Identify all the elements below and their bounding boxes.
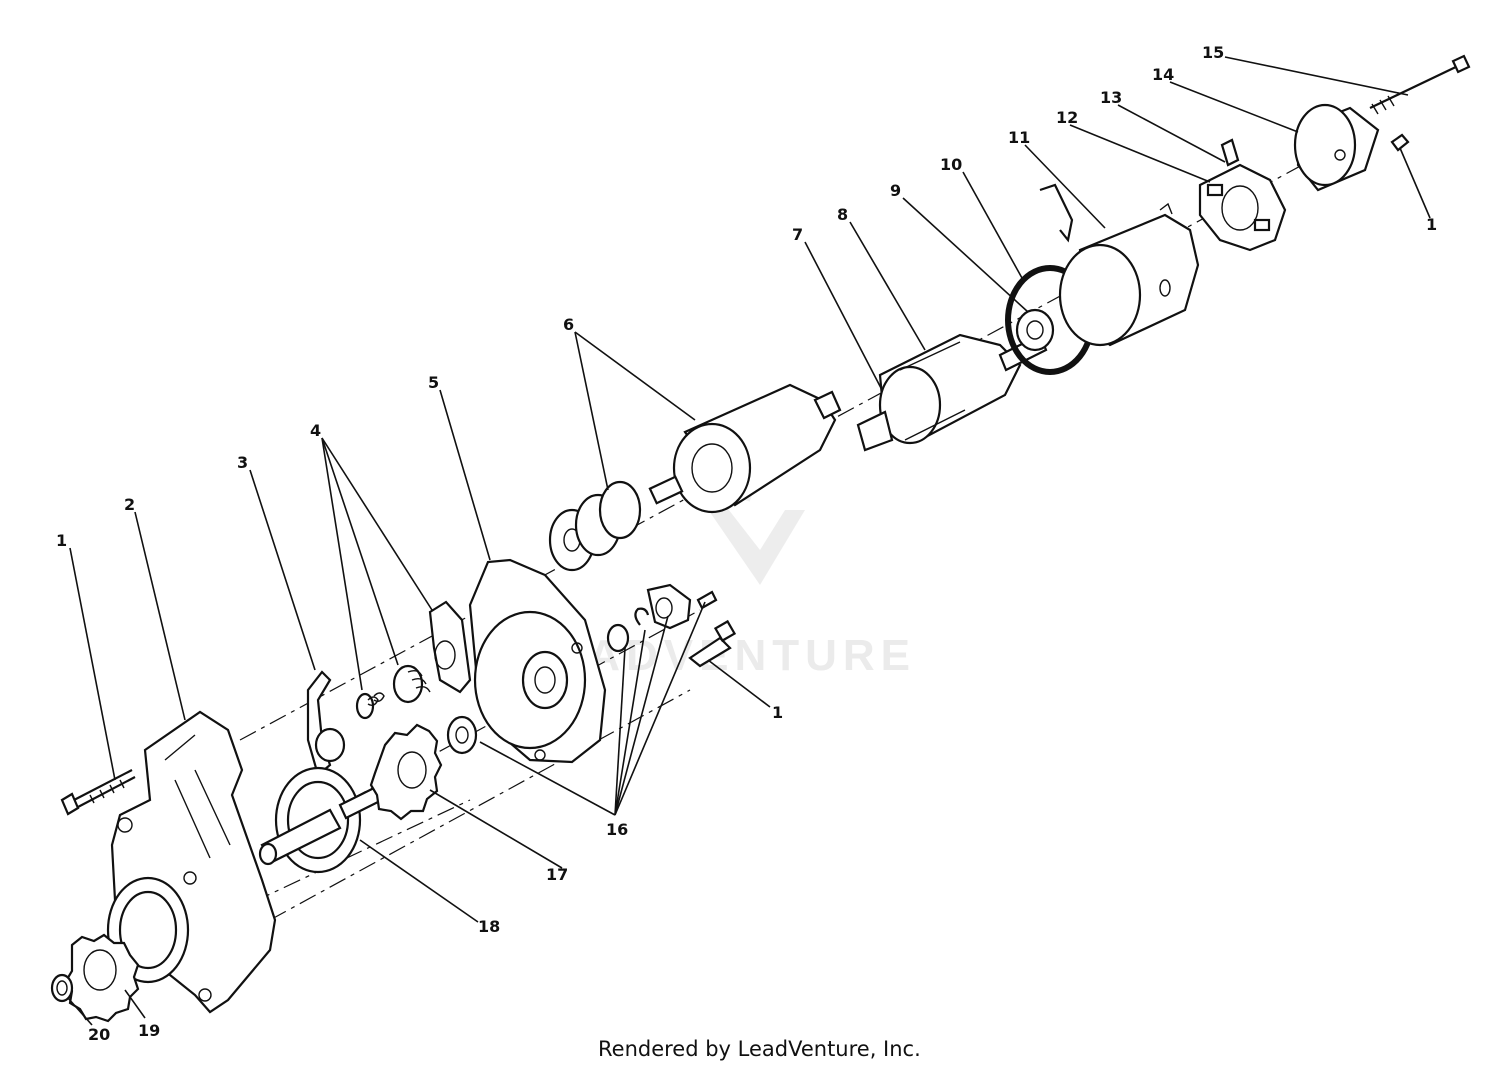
callout-20: 20 [88, 1025, 110, 1044]
bolt-part-1-right [688, 619, 737, 668]
spring-stack-part-6 [548, 480, 642, 572]
callout-1: 1 [56, 531, 67, 550]
callout-6: 6 [563, 315, 574, 334]
callout-14: 14 [1152, 65, 1174, 84]
callout-10: 10 [940, 155, 962, 174]
shift-lever-part-3 [306, 670, 346, 777]
nut-part-20 [50, 973, 74, 1003]
callout-15: 15 [1202, 43, 1224, 62]
end-cover-part-14 [1293, 103, 1380, 192]
solenoid-part-6 [648, 383, 842, 514]
callout-19: 19 [138, 1021, 160, 1040]
callout-9: 9 [890, 181, 901, 200]
gear-part-17 [369, 723, 443, 821]
through-bolt-part-15 [1369, 54, 1471, 115]
callout-8: 8 [837, 205, 848, 224]
bearing-part-9 [1015, 308, 1055, 352]
callout-5: 5 [428, 373, 439, 392]
brush-holder-part-12 [1198, 163, 1287, 252]
center-housing-part-5 [468, 558, 607, 764]
callout-12: 12 [1056, 108, 1078, 127]
bolt-part-1-left [60, 769, 136, 816]
yoke-part-11 [1039, 183, 1200, 347]
callout-labels: 1 2 3 4 5 6 7 8 9 10 11 12 13 14 15 1 1 … [56, 43, 1437, 1044]
footer-credit: Rendered by LeadVenture, Inc. [598, 1037, 921, 1061]
callout-4: 4 [310, 421, 321, 440]
callout-2: 2 [124, 495, 135, 514]
callout-1-top: 1 [1426, 215, 1437, 234]
screw-part-1-top [1390, 133, 1410, 152]
armature-part-8 [878, 333, 1022, 445]
pinion-part-19 [64, 933, 140, 1023]
spring-part-4 [355, 600, 472, 720]
shaft-part-18 [258, 766, 388, 874]
callout-3: 3 [237, 453, 248, 472]
hardware-part-16 [446, 583, 718, 755]
callout-11: 11 [1008, 128, 1030, 147]
callout-7: 7 [792, 225, 803, 244]
callout-13: 13 [1100, 88, 1122, 107]
leader-lines [67, 56, 1431, 1026]
callout-18: 18 [478, 917, 500, 936]
callout-1-right: 1 [772, 703, 783, 722]
callout-16: 16 [606, 820, 628, 839]
callout-17: 17 [546, 865, 568, 884]
brush-part-13 [1220, 138, 1240, 167]
